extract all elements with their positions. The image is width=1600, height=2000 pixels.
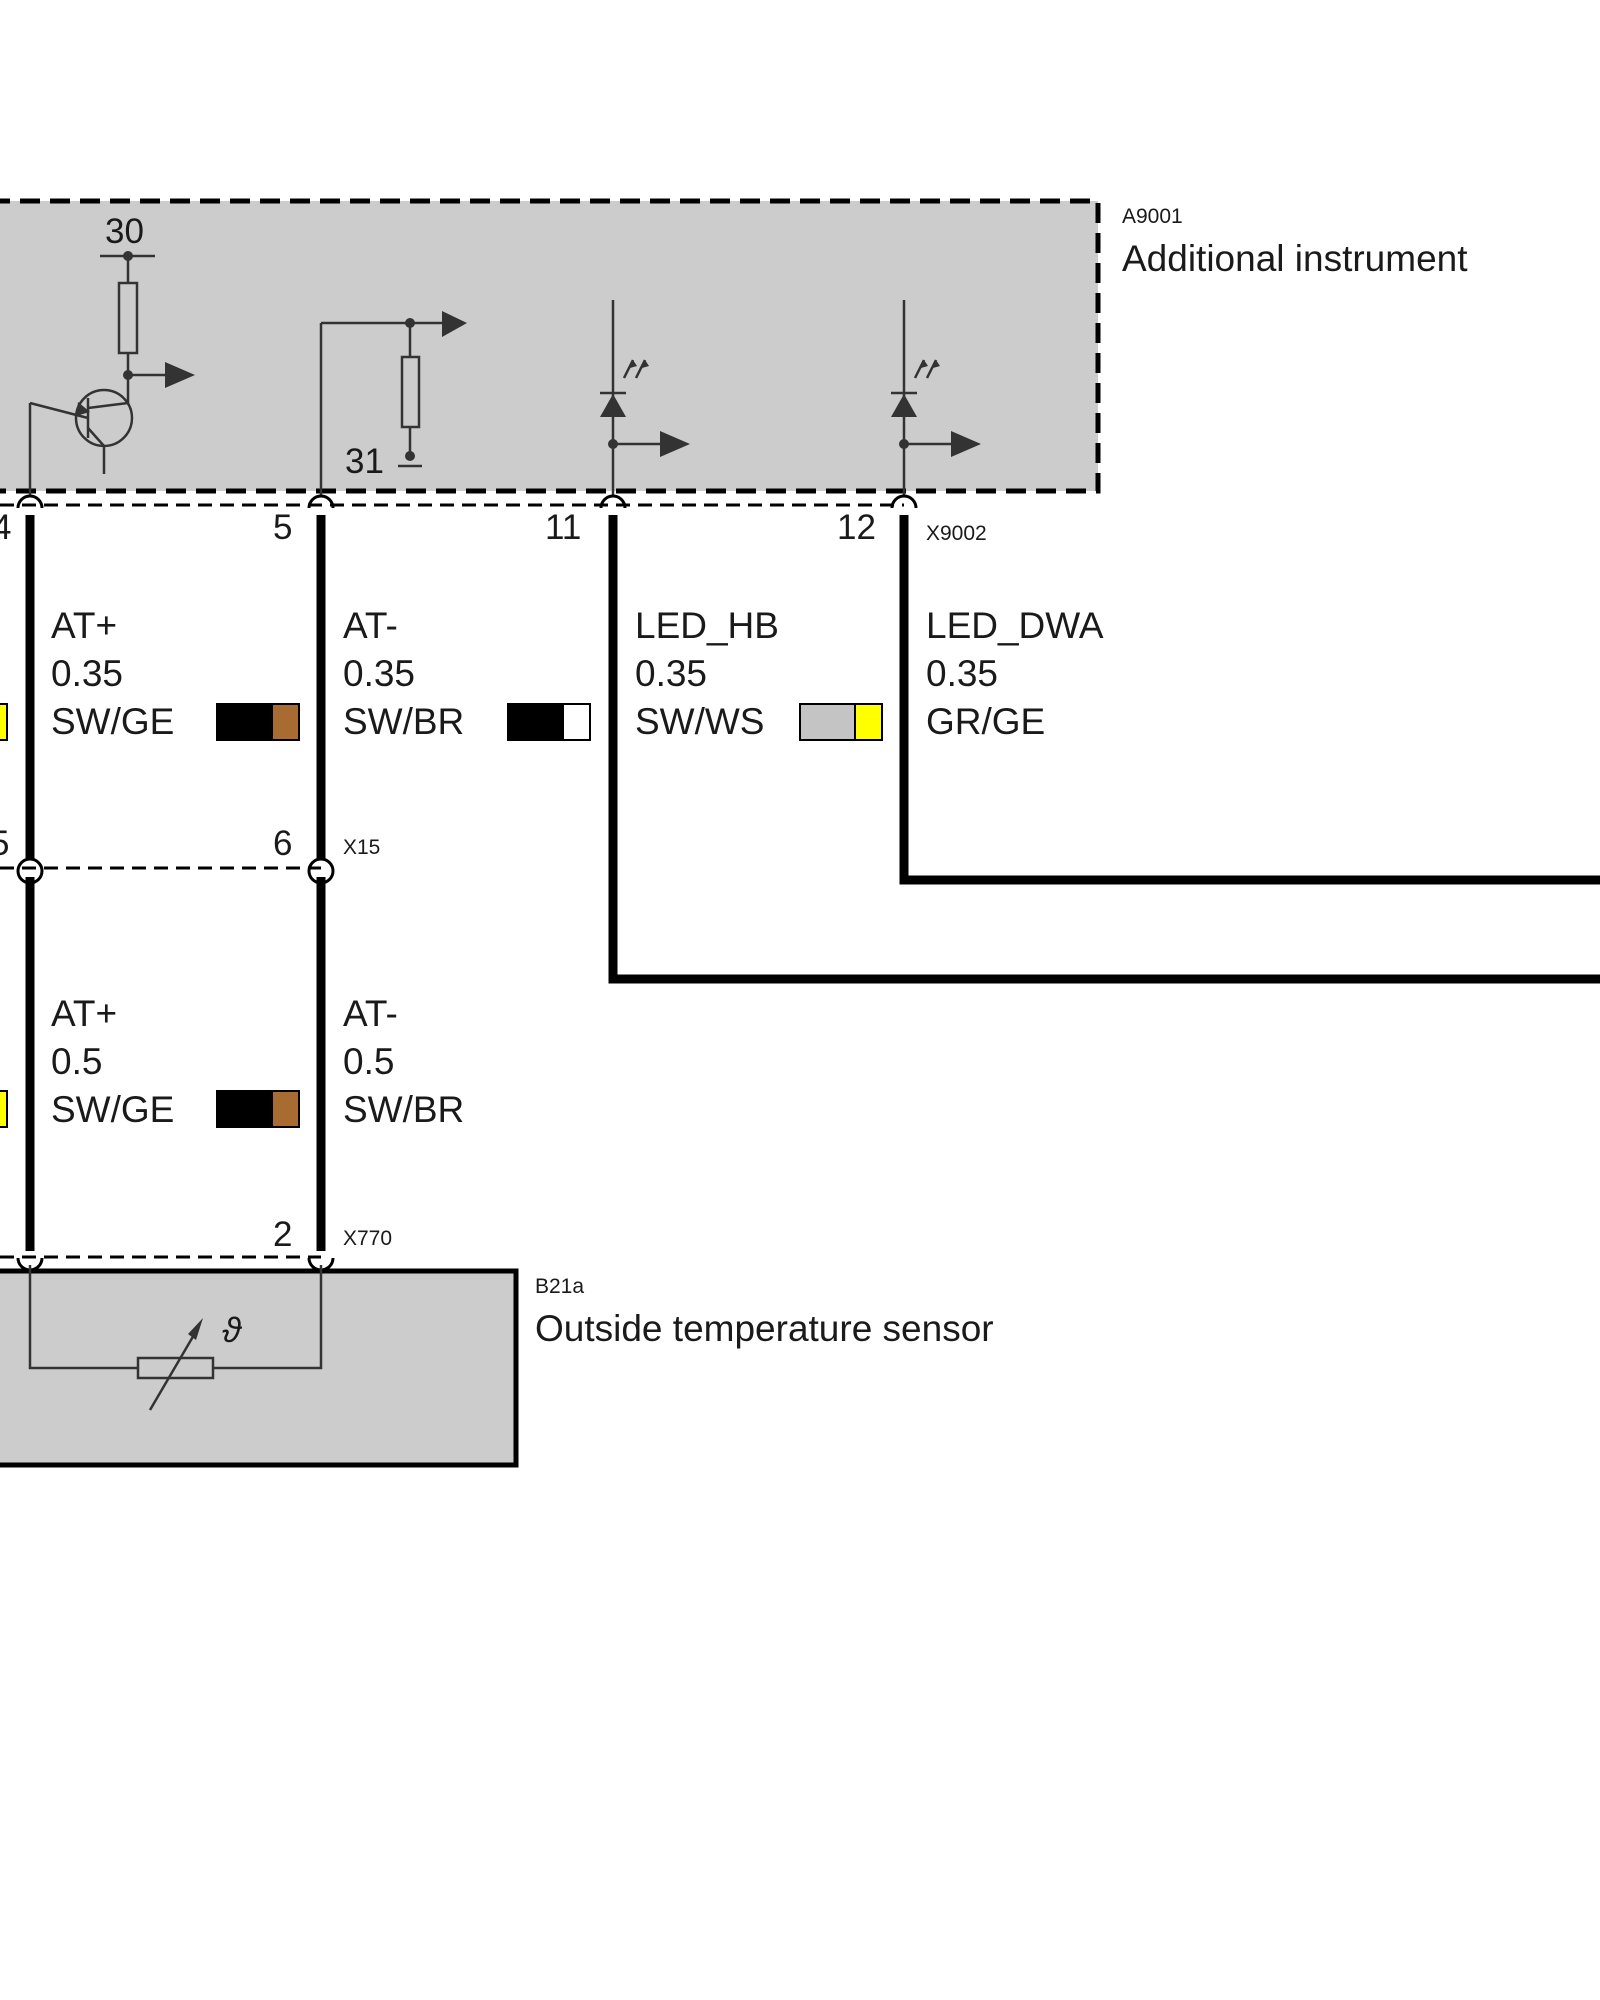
- wire-color-code-label: SW/GE: [51, 701, 174, 742]
- variable-arrow-icon: [188, 1318, 203, 1340]
- edge-color-swatch: [0, 703, 8, 741]
- outside-temperature-sensor-module: ϑ B21a Outside temperature sensor: [0, 1265, 994, 1468]
- wire-color-code-label: SW/BR: [343, 701, 464, 742]
- x15-pin-label: 6: [273, 824, 292, 863]
- additional-instrument-box: [0, 198, 1101, 494]
- wire-gauge-label: 0.35: [343, 653, 415, 694]
- temperature-symbol: ϑ: [222, 1311, 243, 1350]
- wire-signal-label: AT-: [343, 605, 398, 646]
- module-name-additional-instrument: Additional instrument: [1122, 238, 1468, 279]
- module-id-a9001: A9001: [1122, 205, 1183, 228]
- terminal-30-label: 30: [105, 212, 144, 251]
- terminal-31-label: 31: [345, 442, 384, 481]
- wire-color-swatch: [507, 703, 591, 741]
- wire-color-swatch: [216, 1090, 300, 1128]
- wire-gauge-label: 0.5: [51, 1041, 102, 1082]
- x770-pin-label: 2: [273, 1215, 292, 1254]
- wire-color-swatch: [216, 703, 300, 741]
- wire-signal-label: AT+: [51, 605, 117, 646]
- x9002-pin-label: 11: [545, 508, 581, 547]
- wire-color-code-label: SW/BR: [343, 1089, 464, 1130]
- connector-x15: 5 6 X15: [0, 824, 380, 885]
- x9002-pin-label: 4: [0, 508, 11, 547]
- module-id-b21a: B21a: [535, 1275, 584, 1298]
- led-dwa-icon: [891, 394, 917, 417]
- led-hb-output-arrow-icon: [660, 431, 690, 457]
- edge-color-swatch: [0, 1090, 8, 1128]
- lower-wire-labels: AT+ 0.5 SW/GE AT- 0.5 SW/BR: [0, 993, 464, 1130]
- x15-pin-label: 5: [0, 824, 9, 863]
- connector-id-x9002: X9002: [926, 522, 987, 545]
- wire-signal-label: AT+: [51, 993, 117, 1034]
- wire-signal-label: LED_HB: [635, 605, 779, 646]
- x9002-pin-label: 5: [273, 508, 292, 547]
- wire-gauge-label: 0.35: [926, 653, 998, 694]
- wire-color-swatch: [799, 703, 883, 741]
- wire-signal-label: AT-: [343, 993, 398, 1034]
- output-arrow-icon: [165, 362, 195, 388]
- connector-x770: 2 X770: [0, 1215, 392, 1272]
- wire-color-code-label: GR/GE: [926, 701, 1045, 742]
- module-name-outside-temperature-sensor: Outside temperature sensor: [535, 1308, 994, 1349]
- wire-color-code-label: SW/GE: [51, 1089, 174, 1130]
- led-hb-icon: [600, 394, 626, 417]
- wire-color-code-label: SW/WS: [635, 701, 764, 742]
- connector-x9002: 4 5 11 12 X9002: [0, 494, 987, 547]
- x9002-pin-label: 12: [837, 508, 876, 547]
- transistor-output-circuit: [28, 254, 165, 497]
- additional-instrument-module: A9001 Additional instrument 30: [0, 198, 1468, 497]
- wire-signal-label: LED_DWA: [926, 605, 1104, 646]
- connector-id-x770: X770: [343, 1227, 392, 1250]
- led-dwa-output-arrow-icon: [951, 431, 981, 457]
- ntc-thermistor-circuit: [28, 1265, 323, 1411]
- wire-led-hb: [608, 515, 1600, 984]
- wire-harness: [25, 515, 1600, 1251]
- input-arrow-icon: [442, 311, 467, 337]
- wire-gauge-label: 0.35: [51, 653, 123, 694]
- wire-led-dwa: [899, 515, 1600, 885]
- connector-id-x15: X15: [343, 836, 380, 859]
- upper-wire-labels: AT+ 0.35 SW/GE AT- 0.35 SW/BR LED_HB 0.3…: [0, 605, 1104, 742]
- wire-gauge-label: 0.35: [635, 653, 707, 694]
- thermistor-symbol: [136, 1356, 215, 1380]
- wire-gauge-label: 0.5: [343, 1041, 394, 1082]
